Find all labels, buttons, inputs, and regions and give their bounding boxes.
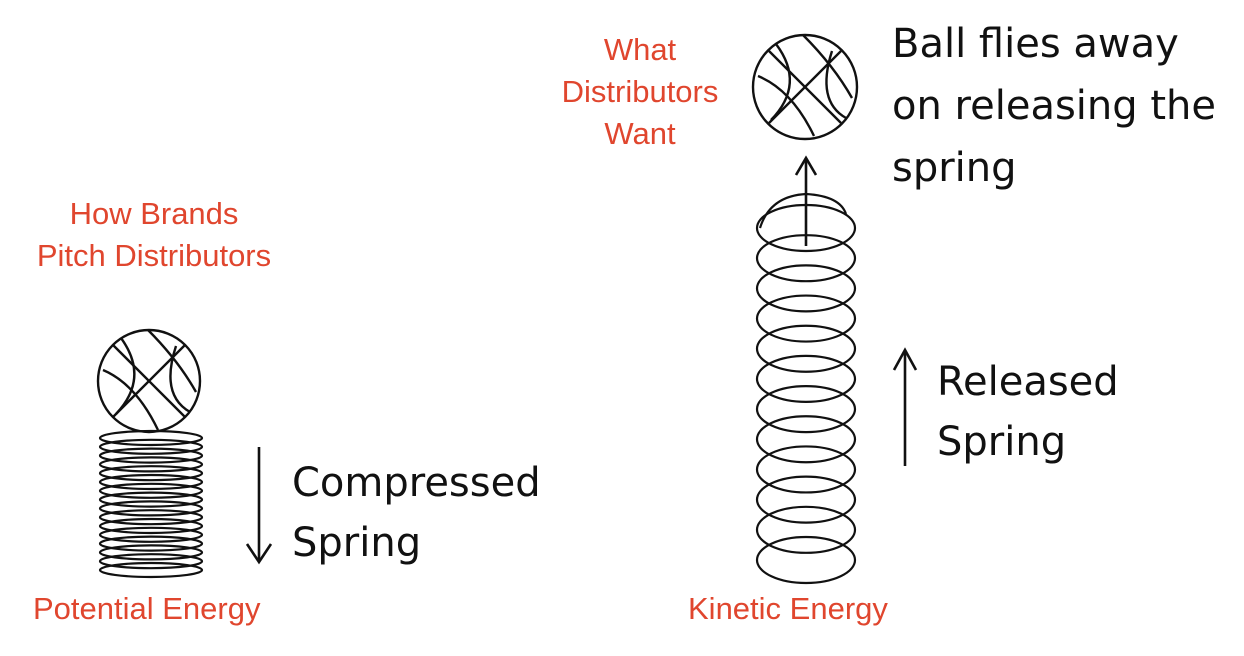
spring-coil-loop <box>98 482 204 499</box>
spring-coil-loop <box>755 384 857 434</box>
arrow-up-icon <box>794 155 818 246</box>
spring-coil-loop <box>755 445 857 494</box>
spring-coil-loop <box>98 491 204 508</box>
left-heading-line1: How Brands <box>69 196 239 231</box>
spring-coil-loop <box>755 294 857 343</box>
arrow-up-icon <box>892 347 918 466</box>
kinetic-energy-label: Kinetic Energy <box>688 591 888 626</box>
ball-caption-line1: Ball flies away <box>892 21 1179 67</box>
right-heading-line3: Want <box>604 116 676 151</box>
compressed-spring-icon <box>98 429 204 579</box>
right-heading-line2: Distributors <box>561 74 719 109</box>
released-spring-line1: Released <box>937 359 1119 405</box>
ball-caption-line2: on releasing the <box>892 83 1217 129</box>
spring-coil-loop <box>98 456 204 473</box>
spring-coil-loop <box>98 544 204 561</box>
spring-coil-loop <box>755 505 857 554</box>
basketball-icon <box>751 33 859 141</box>
compressed-spring-line1: Compressed <box>292 460 541 506</box>
spring-coil-loop <box>98 438 204 455</box>
spring-coil-loop <box>98 535 204 552</box>
ball-caption: Ball flies away on releasing the spring <box>892 13 1216 199</box>
spring-coil-loop <box>755 324 857 373</box>
spring-coil-loop <box>98 500 204 517</box>
released-spring-label: Released Spring <box>937 352 1119 472</box>
spring-coil-loop <box>755 475 857 524</box>
ball-caption-line3: spring <box>892 145 1017 191</box>
spring-coil-loop <box>755 415 857 464</box>
spring-coil-loop <box>98 473 204 491</box>
spring-coil-loop <box>98 526 204 543</box>
left-heading: How Brands Pitch Distributors <box>14 193 294 277</box>
spring-coil-loop <box>98 517 204 535</box>
potential-energy-label: Potential Energy <box>33 591 261 626</box>
right-heading-line1: What <box>603 32 677 67</box>
spring-coil-loop <box>98 447 204 464</box>
right-heading: What Distributors Want <box>540 29 740 155</box>
spring-coil-loop <box>755 354 857 404</box>
compressed-spring-label: Compressed Spring <box>292 453 541 573</box>
released-spring-icon <box>755 192 857 585</box>
spring-coil-loop <box>98 561 204 579</box>
arrow-down-icon <box>245 447 273 565</box>
spring-coil-loop <box>755 535 857 585</box>
basketball-icon <box>96 328 202 434</box>
released-spring-line2: Spring <box>937 419 1067 465</box>
compressed-spring-line2: Spring <box>292 520 422 566</box>
spring-coil-loop <box>98 553 204 570</box>
spring-coil-loop <box>98 509 204 526</box>
spring-coil-loop <box>755 264 857 313</box>
left-heading-line2: Pitch Distributors <box>36 238 272 273</box>
spring-coil-loop <box>98 465 204 482</box>
